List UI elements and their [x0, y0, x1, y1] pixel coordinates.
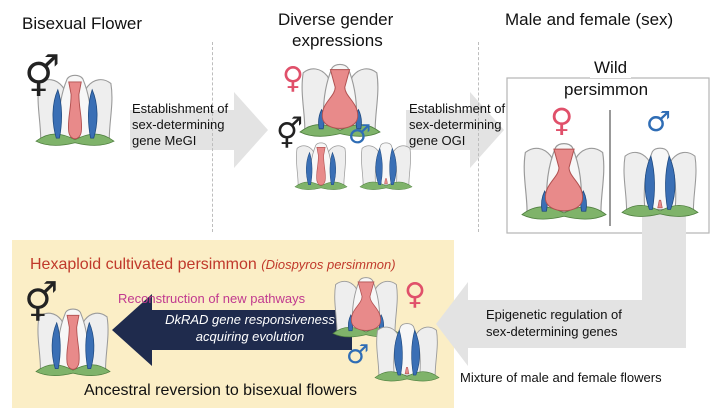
diverse-female-symbol-icon: ♀ — [282, 61, 304, 96]
ogi-text-3: gene OGI — [409, 133, 466, 148]
wild-label-line2: persimmon — [564, 80, 649, 99]
ogi-text-1: Establishment of — [409, 101, 506, 116]
megi-text-3: gene MeGI — [132, 133, 197, 148]
diverse-heading-line1: Diverse gender — [278, 10, 394, 29]
wild-male-flower — [622, 144, 698, 220]
epigenetic-text-2: sex-determining genes — [486, 324, 618, 339]
reconstruction-text: Reconstruction of new pathways — [118, 291, 306, 306]
arrow-dkrad — [112, 294, 352, 366]
hexaploid-male-symbol-icon: ♂ — [346, 340, 370, 370]
column-divider-1 — [212, 42, 213, 232]
hexaploid-title-species: (Diospyros persimmon) — [261, 257, 396, 272]
wild-label-line1: Wild — [590, 58, 632, 78]
megi-text-1: Establishment of — [132, 101, 229, 116]
hexaploid-bisexual-symbol-icon: ⚥ — [24, 281, 59, 325]
epigenetic-text-1: Epigenetic regulation of — [486, 307, 622, 322]
diverse-heading-line2: expressions — [292, 31, 383, 50]
wild-female-flower — [522, 138, 606, 224]
diverse-bisexual-symbol-icon: ⚥ — [276, 117, 304, 152]
bisexual-symbol-icon: ⚥ — [24, 55, 61, 101]
hexaploid-title-main: Hexaploid cultivated persimmon — [30, 256, 257, 273]
dkrad-text-1: DkRAD gene responsiveness — [165, 312, 335, 327]
megi-text-2: sex-determining — [132, 117, 225, 132]
sex-heading: Male and female (sex) — [505, 10, 674, 29]
diverse-male-symbol-icon: ♂ — [348, 120, 372, 150]
arrow-megi — [130, 92, 268, 168]
arrow-epigenetic — [436, 212, 686, 366]
mixture-text: Mixture of male and female flowers — [460, 370, 662, 385]
column-divider-2 — [478, 42, 479, 232]
arrow-ogi — [406, 92, 504, 168]
hexaploid-female-symbol-icon: ♀ — [404, 277, 426, 312]
wild-female-symbol-icon: ♀ — [550, 101, 574, 139]
hexaploid-title: Hexaploid cultivated persimmon (Diospyro… — [30, 256, 396, 274]
dkrad-text-2: acquiring evolution — [195, 329, 305, 344]
ogi-text-2: sex-determining — [409, 117, 502, 132]
bisexual-flower-heading: Bisexual Flower — [22, 14, 142, 33]
reversion-text: Ancestral reversion to bisexual flowers — [84, 382, 358, 399]
wild-male-symbol-icon: ♂ — [646, 105, 672, 138]
hexaploid-male-flower — [372, 320, 442, 384]
